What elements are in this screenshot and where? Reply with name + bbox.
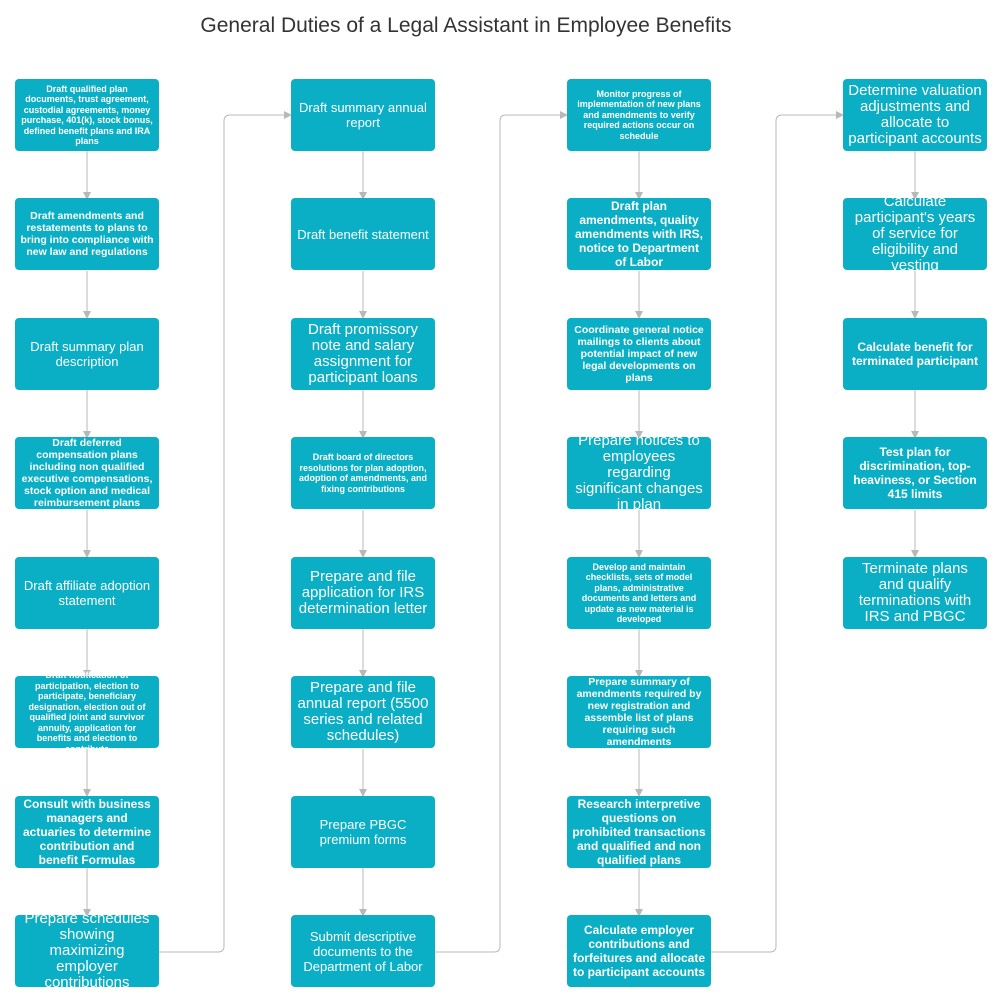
duty-box-label: Coordinate general notice mailings to cl…: [574, 324, 704, 384]
duty-box-draft-amendments-restatements[interactable]: Draft amendments and restatements to pla…: [15, 198, 159, 270]
duty-box-draft-plan-amendments[interactable]: Draft plan amendments, quality amendment…: [567, 198, 711, 270]
duty-box-label: Draft qualified plan documents, trust ag…: [21, 83, 153, 147]
duty-box-prepare-pbgc-premium-forms[interactable]: Prepare PBGC premium forms: [291, 796, 435, 868]
column-link-connector: [159, 111, 292, 953]
duty-box-label: Submit descriptive documents to the Depa…: [303, 928, 423, 974]
duty-box-label: Draft deferred compensation plans includ…: [21, 437, 153, 509]
duty-box-label: Draft amendments and restatements to pla…: [20, 210, 154, 258]
duty-box-label: Prepare summary of amendments required b…: [576, 676, 702, 748]
duty-box-prepare-irs-determination-letter[interactable]: Prepare and file application for IRS det…: [291, 557, 435, 629]
duty-box-label: Test plan for discrimination, top-heavin…: [853, 445, 977, 501]
duty-box-label: Develop and maintain checklists, sets of…: [581, 561, 697, 625]
duty-box-label: Draft summary plan description: [30, 339, 144, 369]
duty-box-label: Prepare notices to employees regarding s…: [575, 432, 703, 513]
column-link-connector: [711, 111, 844, 953]
duty-box-label: Calculate benefit for terminated partici…: [851, 340, 979, 368]
duty-box-draft-deferred-compensation-plans[interactable]: Draft deferred compensation plans includ…: [15, 437, 159, 509]
duty-box-draft-notification-of-participation[interactable]: Draft notification of participation, ele…: [15, 670, 159, 754]
duty-box-determine-valuation-adjustments[interactable]: Determine valuation adjustments and allo…: [843, 79, 987, 151]
duty-box-label: Calculate participant's years of service…: [854, 193, 976, 274]
duty-box-research-interpretive-questions[interactable]: Research interpretive questions on prohi…: [567, 796, 711, 868]
duty-box-draft-board-resolutions[interactable]: Draft board of directors resolutions for…: [291, 437, 435, 509]
diagram-title: General Duties of a Legal Assistant in E…: [200, 14, 732, 37]
column-link-connector: [435, 111, 568, 953]
duty-box-label: Determine valuation adjustments and allo…: [848, 82, 982, 147]
duty-box-draft-promissory-note[interactable]: Draft promissory note and salary assignm…: [291, 318, 435, 390]
duty-box-coordinate-notice-mailings[interactable]: Coordinate general notice mailings to cl…: [567, 318, 711, 390]
duty-box-consult-business-managers[interactable]: Consult with business managers and actua…: [15, 796, 159, 868]
duty-box-draft-summary-annual-report[interactable]: Draft summary annual report: [291, 79, 435, 151]
duty-box-prepare-notices-to-employees[interactable]: Prepare notices to employees regarding s…: [567, 433, 711, 513]
duty-box-label: Monitor progress of implementation of ne…: [577, 88, 701, 141]
duty-box-label: Draft board of directors resolutions for…: [298, 452, 427, 494]
duty-box-label: Prepare and file annual report (5500 ser…: [297, 679, 429, 744]
duty-box-label: Prepare and file application for IRS det…: [298, 568, 428, 617]
duty-box-label: Draft plan amendments, quality amendment…: [574, 199, 704, 269]
duty-box-label: Draft notification of participation, ele…: [28, 670, 146, 754]
duty-box-draft-affiliate-adoption-statement[interactable]: Draft affiliate adoption statement: [15, 557, 159, 629]
duty-box-label: Calculate employer contributions and for…: [572, 923, 706, 979]
duty-box-develop-checklists[interactable]: Develop and maintain checklists, sets of…: [567, 557, 711, 629]
duty-box-draft-summary-plan-description[interactable]: Draft summary plan description: [15, 318, 159, 390]
duty-box-calculate-years-of-service[interactable]: Calculate participant's years of service…: [843, 194, 987, 274]
duty-box-label: Consult with business managers and actua…: [22, 797, 152, 867]
duty-box-label: Draft affiliate adoption statement: [23, 578, 151, 608]
duty-box-label: Draft summary annual report: [299, 100, 427, 130]
duty-box-label: Draft promissory note and salary assignm…: [307, 321, 419, 386]
duty-box-draft-qualified-plan-documents[interactable]: Draft qualified plan documents, trust ag…: [15, 79, 159, 151]
duty-box-label: Prepare PBGC premium forms: [319, 817, 407, 847]
duty-box-draft-benefit-statement[interactable]: Draft benefit statement: [291, 198, 435, 270]
duty-box-prepare-schedules[interactable]: Prepare schedules showing maximizing emp…: [15, 911, 159, 991]
duty-box-terminate-plans[interactable]: Terminate plans and qualify terminations…: [843, 557, 987, 629]
duty-box-prepare-summary-of-amendments[interactable]: Prepare summary of amendments required b…: [567, 676, 711, 748]
duty-box-monitor-progress[interactable]: Monitor progress of implementation of ne…: [567, 79, 711, 151]
duty-box-label: Research interpretive questions on prohi…: [572, 797, 706, 867]
duty-box-test-plan-discrimination[interactable]: Test plan for discrimination, top-heavin…: [843, 437, 987, 509]
duty-box-submit-descriptive-documents[interactable]: Submit descriptive documents to the Depa…: [291, 915, 435, 987]
duty-box-label: Prepare schedules showing maximizing emp…: [24, 910, 150, 991]
duty-box-label: Terminate plans and qualify terminations…: [858, 560, 972, 625]
duty-box-prepare-annual-report-5500[interactable]: Prepare and file annual report (5500 ser…: [291, 676, 435, 748]
duty-box-calculate-benefit-terminated[interactable]: Calculate benefit for terminated partici…: [843, 318, 987, 390]
duty-box-label: Draft benefit statement: [297, 226, 429, 242]
duty-box-calculate-employer-contributions[interactable]: Calculate employer contributions and for…: [567, 915, 711, 987]
